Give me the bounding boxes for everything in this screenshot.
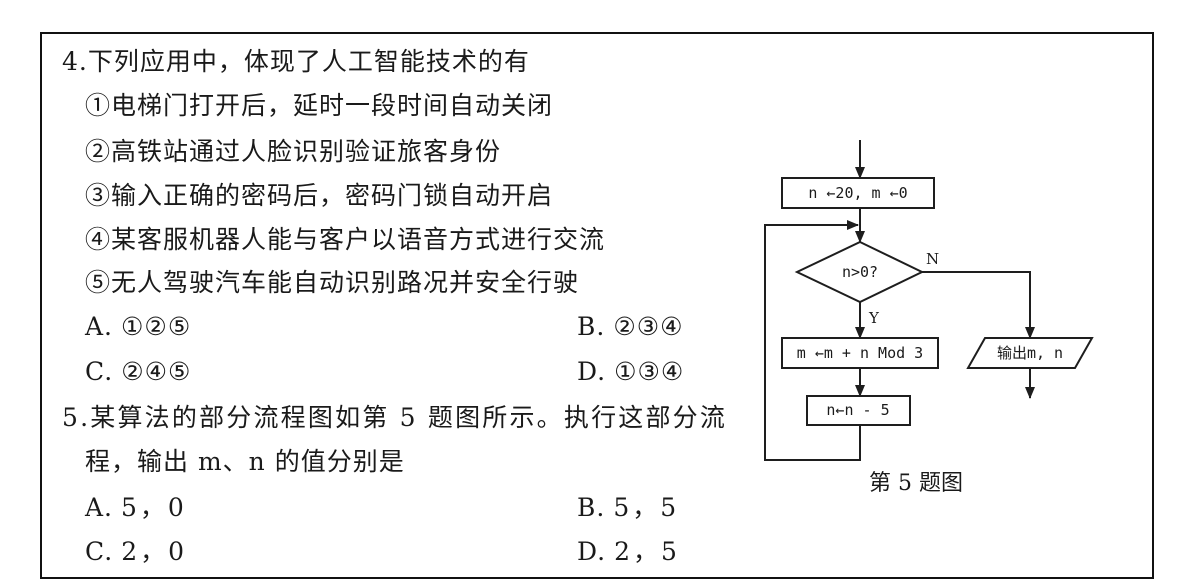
figure-caption: 第 5 题图 bbox=[869, 471, 963, 496]
question-4-item-3: ③输入正确的密码后，密码门锁自动开启 bbox=[85, 181, 554, 210]
question-5-stem-line-2: 程，输出 m、n 的值分别是 bbox=[85, 447, 405, 476]
option-text: ①③④ bbox=[614, 357, 685, 386]
question-5-option-d: D.2，5 bbox=[577, 537, 680, 567]
option-text: 2，5 bbox=[614, 537, 680, 566]
option-label: C. bbox=[85, 537, 114, 566]
option-label: C. bbox=[85, 357, 114, 386]
option-text: ②③④ bbox=[613, 312, 684, 341]
option-text: ①②⑤ bbox=[121, 312, 192, 341]
update-m-text: m ←m + n Mod 3 bbox=[797, 344, 923, 362]
output-text: 输出m, n bbox=[997, 344, 1063, 362]
output-parallelogram bbox=[966, 337, 1094, 369]
question-4-option-a: A.①②⑤ bbox=[85, 312, 191, 342]
condition-text: n>0? bbox=[842, 263, 878, 281]
option-label: D. bbox=[577, 537, 607, 566]
question-4-number: 4. bbox=[62, 47, 88, 76]
question-5-option-a: A.5，0 bbox=[85, 493, 187, 523]
question-4-stem: 下列应用中，体现了人工智能技术的有 bbox=[87, 47, 530, 76]
question-5-option-c: C.2，0 bbox=[85, 537, 187, 567]
option-text: 5，5 bbox=[613, 493, 680, 522]
option-text: 5，0 bbox=[121, 493, 187, 522]
option-label: A. bbox=[85, 493, 114, 522]
question-4-item-2: ②高铁站通过人脸识别验证旅客身份 bbox=[85, 137, 502, 166]
init-text: n ←20, m ←0 bbox=[808, 184, 907, 202]
question-4-item-1: ①电梯门打开后，延时一段时间自动关闭 bbox=[85, 91, 554, 120]
question-frame bbox=[40, 32, 1154, 579]
option-label: A. bbox=[85, 312, 114, 341]
question-4-item-5: ⑤无人驾驶汽车能自动识别路况并安全行驶 bbox=[85, 268, 580, 297]
loop-back-arrow bbox=[764, 220, 861, 461]
option-label: D. bbox=[577, 357, 607, 386]
question-4-option-c: C.②④⑤ bbox=[85, 357, 191, 387]
question-4-option-d: D.①③④ bbox=[577, 357, 684, 387]
question-4-item-4: ④某客服机器人能与客户以语音方式进行交流 bbox=[85, 225, 606, 254]
option-label: B. bbox=[577, 493, 606, 522]
yes-label: Y bbox=[868, 309, 880, 327]
question-5-option-b: B.5，5 bbox=[577, 493, 679, 523]
update-n-text: n←n - 5 bbox=[826, 401, 889, 419]
question-5-stem-1: 某算法的部分流程图如第 5 题图所示。执行这部分流 bbox=[90, 403, 728, 432]
question-4-option-b: B.②③④ bbox=[577, 312, 684, 342]
no-label: N bbox=[926, 250, 939, 268]
question-4-stem-line: 4.下列应用中，体现了人工智能技术的有 bbox=[62, 47, 530, 77]
option-text: 2，0 bbox=[121, 537, 187, 566]
question-5-stem-line-1: 5.某算法的部分流程图如第 5 题图所示。执行这部分流 bbox=[62, 403, 727, 433]
init-box bbox=[781, 177, 935, 209]
update-n-box bbox=[806, 395, 911, 426]
flowchart: n ←20, m ←0 n>0? N Y m ←m + n Mod 3 n←n … bbox=[764, 140, 1094, 496]
question-5-number: 5. bbox=[62, 403, 91, 432]
option-label: B. bbox=[577, 312, 606, 341]
option-text: ②④⑤ bbox=[121, 357, 192, 386]
update-m-box bbox=[781, 337, 939, 369]
no-branch-arrow bbox=[922, 271, 1035, 339]
